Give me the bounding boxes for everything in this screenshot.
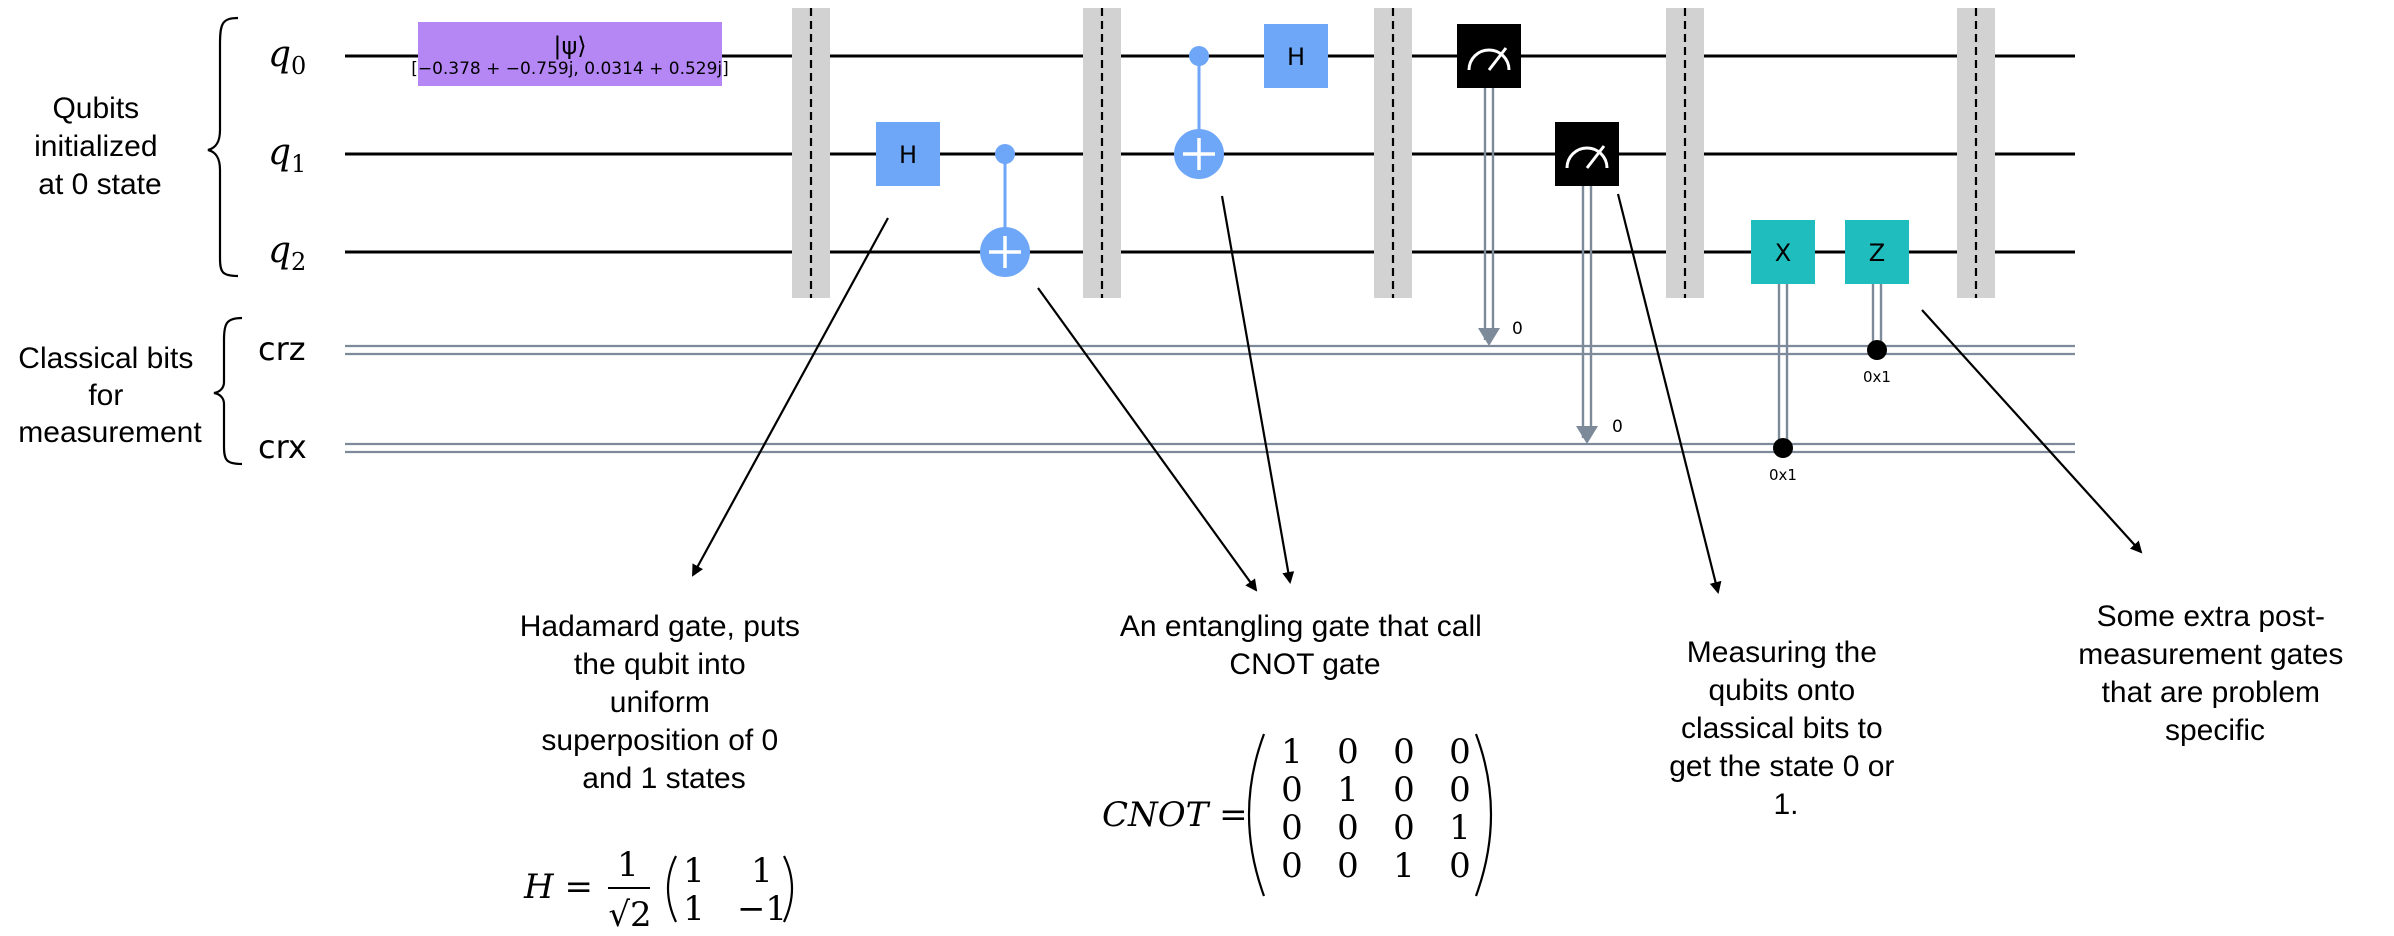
qubits-brace — [207, 16, 239, 278]
barrier-5 — [1957, 8, 1995, 298]
meter-icon — [1467, 48, 1511, 71]
svg-text:1: 1 — [683, 851, 705, 891]
barrier-2 — [1083, 8, 1121, 298]
matrix-cell: 0 — [1393, 808, 1415, 848]
register-q2: q2 — [268, 230, 306, 276]
conditional-x-gate: X 0x1 — [1751, 220, 1815, 484]
initialize-gate-params: [−0.378 + −0.759j, 0.0314 + 0.529j] — [411, 59, 729, 79]
arrow-cnot-1 — [1037, 287, 1258, 592]
svg-text:1: 1 — [683, 889, 705, 929]
initialize-gate: |ψ⟩ [−0.378 + −0.759j, 0.0314 + 0.529j] — [411, 22, 729, 86]
matrix-cell: 0 — [1449, 770, 1471, 810]
barrier-3 — [1374, 8, 1412, 298]
arrow-cnot-2 — [1220, 195, 1295, 584]
cnot-gate-q0-q1 — [1174, 46, 1224, 179]
svg-text:−1: −1 — [737, 889, 787, 929]
matrix-cell: 0 — [1281, 846, 1303, 886]
cnot-gate-q1-q2 — [980, 144, 1030, 277]
svg-text:CNOT =: CNOT = — [1102, 795, 1248, 835]
svg-text:H =: H = — [523, 867, 593, 907]
register-q0: q0 — [268, 34, 306, 80]
matrix-cell: 0 — [1281, 808, 1303, 848]
matrix-cell: 0 — [1337, 732, 1359, 772]
matrix-cell: 0 — [1281, 770, 1303, 810]
hadamard-matrix-formula: H = 1 √2 1 1 1 −1 — [523, 845, 794, 935]
annotation-cnot: An entangling gate that call CNOT gate — [1120, 610, 1490, 681]
measure-gate-q0: 0 — [1457, 24, 1523, 346]
classical-group-label: Classical bits for measurement — [18, 342, 202, 449]
svg-text:X: X — [1775, 239, 1791, 267]
barrier-1 — [792, 8, 830, 298]
matrix-cell: 0 — [1337, 808, 1359, 848]
svg-text:H: H — [1287, 43, 1305, 71]
svg-text:1: 1 — [617, 845, 639, 885]
measure-gate-q1: 0 — [1555, 122, 1623, 444]
matrix-cell: 0 — [1337, 846, 1359, 886]
annotation-extra-gates: Some extra post- measurement gates that … — [2078, 600, 2351, 747]
matrix-cell: 1 — [1281, 732, 1303, 772]
arrow-measure — [1616, 193, 1722, 594]
hadamard-gate-q1: H — [876, 122, 940, 186]
measure-bit-label-1: 0 — [1612, 417, 1623, 437]
matrix-cell: 0 — [1449, 846, 1471, 886]
matrix-cell: 0 — [1393, 770, 1415, 810]
barrier-4 — [1666, 8, 1704, 298]
register-crz: crz — [258, 330, 306, 368]
svg-text:H: H — [899, 141, 917, 169]
arrow-hadamard — [692, 217, 889, 577]
condition-label-z: 0x1 — [1863, 368, 1891, 386]
wire-crx — [345, 442, 2075, 454]
annotation-measure: Measuring the qubits onto classical bits… — [1669, 636, 1903, 821]
meter-icon — [1565, 146, 1609, 169]
register-q1: q1 — [268, 132, 306, 178]
initialize-gate-label: |ψ⟩ — [553, 32, 586, 60]
condition-label-x: 0x1 — [1769, 466, 1797, 484]
measure-bit-label-0: 0 — [1512, 319, 1523, 339]
qubits-group-label: Qubits initialized at 0 state — [34, 92, 166, 201]
svg-text:Z: Z — [1869, 239, 1885, 267]
matrix-cell: 1 — [1393, 846, 1415, 886]
arrow-extra-gates — [1921, 309, 2143, 554]
svg-text:√2: √2 — [608, 895, 651, 935]
svg-text:1: 1 — [751, 851, 773, 891]
matrix-cell: 1 — [1337, 770, 1359, 810]
matrix-cell: 0 — [1449, 732, 1471, 772]
wire-crz — [345, 344, 2075, 356]
register-crx: crx — [258, 428, 307, 466]
matrix-cell: 0 — [1393, 732, 1415, 772]
classical-brace — [213, 316, 243, 466]
annotation-hadamard: Hadamard gate, puts the qubit into unifo… — [520, 610, 809, 795]
matrix-cell: 1 — [1449, 808, 1471, 848]
hadamard-gate-q0: H — [1264, 24, 1328, 88]
conditional-z-gate: Z 0x1 — [1845, 220, 1909, 386]
